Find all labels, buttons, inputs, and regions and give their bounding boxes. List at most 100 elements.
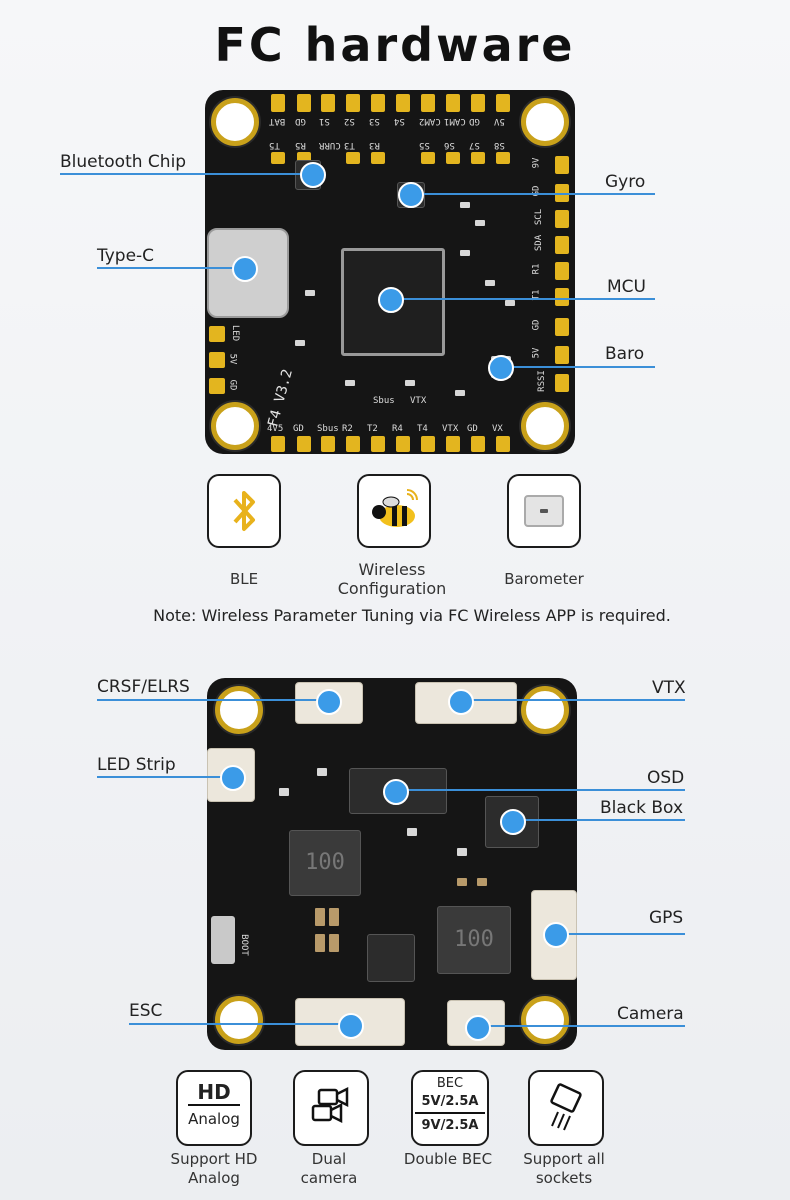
inductor-2-value: 100 [454,927,494,952]
vtx-label: VTX [410,396,427,406]
silk-left-pad-label: 5V [227,353,238,365]
silk-top-pad-label: GD [469,116,480,126]
silk-top2-pad-label: R3 [369,140,380,150]
camera-label: Camera [617,1004,684,1024]
blackbox-label: Black Box [600,798,683,818]
type-c-label: Type-C [97,246,155,266]
silk-right-pad-label: R1 [531,263,542,275]
silk-left-pad-label: GD [227,379,238,391]
bec-5v-text: 5V/2.5A [415,1094,485,1114]
silk-bottom-pad-label: R2 [342,424,353,434]
mount-hole [215,996,263,1044]
silk-top2-pad-label: S8 [494,140,505,150]
mount-hole [211,98,259,146]
gyro-label: Gyro [605,172,646,192]
vtx-leader-line [460,699,685,701]
barometer-icon [524,495,564,527]
silk-top-pad-label: S4 [394,116,405,126]
bee-wifi-icon [372,489,418,527]
silk-left-pad-label: LED [230,324,241,342]
ble-feature-box [207,474,281,548]
regulator-chip [367,934,415,982]
bluetooth-chip-label: Bluetooth Chip [60,152,187,172]
silk-bottom-pad-label: GD [293,424,304,434]
silk-bottom-pad-label: Sbus [317,424,339,434]
bluetooth-icon [233,491,255,531]
bec-caption-text: Double BEC [403,1150,493,1168]
silk-top-pad-label: S2 [344,116,355,126]
wireless-note: Note: Wireless Parameter Tuning via FC W… [153,606,671,625]
camera-leader-line [477,1025,685,1027]
mount-hole [211,402,259,450]
type-c-marker [232,256,258,282]
bottom-flight-controller-board: 100 100 BOOT [207,678,577,1050]
ble-caption: BLE [229,570,259,588]
silk-top2-pad-label: T3 [344,140,355,150]
inductor-1-value: 100 [305,850,345,875]
usb-c-port [207,228,289,318]
hd-text: HD [188,1080,240,1106]
sockets-caption: Support all sockets [514,1150,614,1188]
silk-bottom-pad-label: T4 [417,424,428,434]
led-strip-marker [220,765,246,791]
barometer-feature-box [507,474,581,548]
wireless-config-caption: Wireless Configuration [337,560,447,598]
mount-hole [215,686,263,734]
mount-hole [521,686,569,734]
dual-camera-caption: Dual camera [284,1150,374,1188]
mount-hole [521,402,569,450]
silk-right-pad-label: 5V [531,347,542,359]
hd-analog-caption: Support HD Analog [158,1150,270,1188]
silk-bottom-pad-label: 4V5 [267,424,284,434]
silk-bottom-pad-label: VX [492,424,503,434]
vtx-marker [448,689,474,715]
camera-marker [465,1015,491,1041]
esc-leader-line [129,1023,349,1025]
osd-label: OSD [647,768,685,788]
bluetooth-marker [300,162,326,188]
type-c-leader-line [97,267,242,269]
osd-leader-line [395,789,685,791]
mount-hole [521,98,569,146]
bec-feature-box: BEC 5V/2.5A 9V/2.5A [411,1070,489,1146]
silk-bottom-pad-label: VTX [442,424,459,434]
hd-analog-feature-box: HD Analog [176,1070,252,1146]
silk-right-pad-label: GD [531,319,542,331]
wireless-config-feature-box [357,474,431,548]
silk-top-pad-label: 5V [494,116,505,126]
crsf-marker [316,689,342,715]
led-strip-leader-line [97,776,232,778]
silk-bottom-pad-label: T2 [367,424,378,434]
inductor-2: 100 [437,906,511,974]
inductor-1: 100 [289,830,361,896]
socket-icon [550,1083,582,1131]
silk-top2-pad-label: S5 [419,140,430,150]
gps-leader-line [555,933,685,935]
silk-top-pad-label: GD [295,116,306,126]
hd-analog-caption-text: Support HD Analog [170,1150,258,1187]
board-model-label: F4 V3.2 [265,367,296,429]
boot-label: BOOT [238,934,249,956]
silk-bottom-pad-label: R4 [392,424,403,434]
silk-top-pad-label: S3 [369,116,380,126]
baro-marker [488,355,514,381]
silk-top2-pad-label: S6 [444,140,455,150]
dual-camera-icon [311,1086,349,1124]
bluetooth-leader-line [60,173,310,175]
bec-9v-text: 9V/2.5A [421,1118,479,1133]
mcu-label: MCU [607,277,646,297]
blackbox-marker [500,809,526,835]
mount-hole [521,996,569,1044]
silk-top-pad-label: CAM2 [419,116,441,126]
blackbox-leader-line [512,819,685,821]
barometer-caption: Barometer [504,570,584,588]
bec-caption: Double BEC [402,1150,494,1169]
esc-label: ESC [129,1001,163,1021]
silk-right-pad-label: SDA [534,234,545,252]
silk-top2-pad-label: CURR [319,140,341,150]
silk-right-pad-label: 9V [531,157,542,169]
dual-camera-caption-text: Dual camera [300,1150,358,1187]
silk-bottom-pad-label: GD [467,424,478,434]
silk-top-pad-label: BAT [269,116,286,126]
